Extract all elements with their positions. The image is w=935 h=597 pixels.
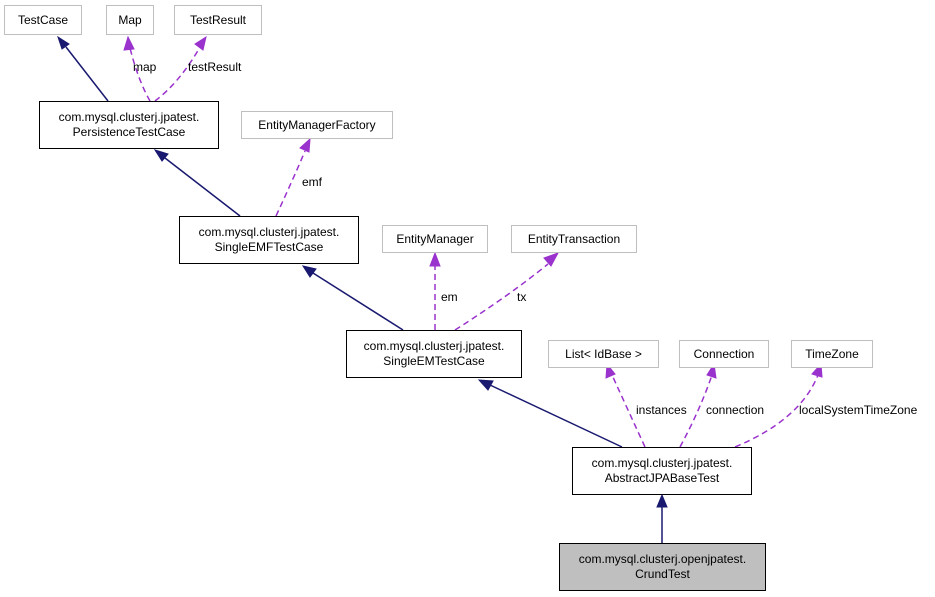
edge-emf [275,150,306,217]
node-abstractjpabasetest-line1: com.mysql.clusterj.jpatest. [591,456,733,470]
arrowhead-abstract [656,493,668,508]
arrowhead-persistence [153,149,169,162]
node-entitytransaction-label: EntityTransaction [527,231,621,246]
node-crundtest-line1: com.mysql.clusterj.openjpatest. [578,552,747,566]
arrowhead-em [429,251,441,267]
arrowhead-singleemf [301,265,317,278]
edge-tx [454,263,549,331]
edge-label-em: em [441,290,458,304]
node-entitymanager-label: EntityManager [396,231,474,246]
edge-persistence-to-testcase [65,46,109,102]
edge-connection [679,374,713,448]
edge-label-map: map [133,60,157,74]
node-testcase-label: TestCase [17,12,69,27]
edge-abstract-to-singleem [489,384,623,448]
edge-label-emf: emf [302,175,323,189]
node-persistencetestcase[interactable]: com.mysql.clusterj.jpatest. PersistenceT… [39,101,219,149]
node-entitytransaction[interactable]: EntityTransaction [511,225,637,253]
arrowhead-testcase [57,35,70,50]
node-singleemftestcase-line1: com.mysql.clusterj.jpatest. [198,225,340,239]
arrowhead-tx [543,252,560,267]
node-singleemtestcase[interactable]: com.mysql.clusterj.jpatest. SingleEMTest… [346,330,522,378]
node-map-label: Map [118,12,142,27]
edge-map [129,47,151,102]
node-crundtest[interactable]: com.mysql.clusterj.openjpatest. CrundTes… [559,543,766,591]
edge-label-testresult: testResult [188,60,242,74]
node-connection[interactable]: Connection [679,340,769,368]
node-testresult-label: TestResult [189,12,247,27]
node-testcase[interactable]: TestCase [4,5,82,35]
node-entitymanagerfactory-label: EntityManagerFactory [258,117,376,132]
arrowhead-emf [299,137,311,153]
node-entitymanagerfactory[interactable]: EntityManagerFactory [241,111,393,139]
edge-label-tx: tx [517,290,527,304]
edge-instances [611,374,646,448]
node-abstractjpabasetest[interactable]: com.mysql.clusterj.jpatest. AbstractJPAB… [572,447,752,495]
node-map[interactable]: Map [106,5,154,35]
node-singleemtestcase-line2: SingleEMTestCase [383,354,485,368]
edge-singleemf-to-persistence [164,157,241,217]
node-testresult[interactable]: TestResult [174,5,262,35]
node-singleemtestcase-line1: com.mysql.clusterj.jpatest. [363,339,505,353]
node-list-idbase-label: List< IdBase > [565,346,642,361]
node-persistencetestcase-line1: com.mysql.clusterj.jpatest. [58,110,200,124]
node-connection-label: Connection [693,346,755,361]
node-crundtest-line2: CrundTest [635,567,690,581]
node-singleemftestcase-line2: SingleEMFTestCase [214,240,324,254]
edge-label-instances: instances [636,403,687,417]
node-abstractjpabasetest-line2: AbstractJPABaseTest [604,471,720,485]
node-entitymanager[interactable]: EntityManager [382,225,488,253]
arrowhead-testresult [194,35,207,51]
node-timezone[interactable]: TimeZone [791,340,873,368]
arrowhead-map [123,35,135,51]
node-singleemftestcase[interactable]: com.mysql.clusterj.jpatest. SingleEMFTes… [179,216,359,264]
edge-label-localsystemtimezone: localSystemTimeZone [799,403,918,417]
edge-label-connection: connection [706,403,765,417]
node-timezone-label: TimeZone [805,346,859,361]
edge-singleem-to-singleemf [312,272,404,331]
edge-localsystemtimezone [734,374,819,448]
node-persistencetestcase-line2: PersistenceTestCase [72,125,186,139]
edge-testresult [154,46,201,102]
arrowhead-singleem [477,379,494,391]
node-list-idbase[interactable]: List< IdBase > [548,340,659,368]
